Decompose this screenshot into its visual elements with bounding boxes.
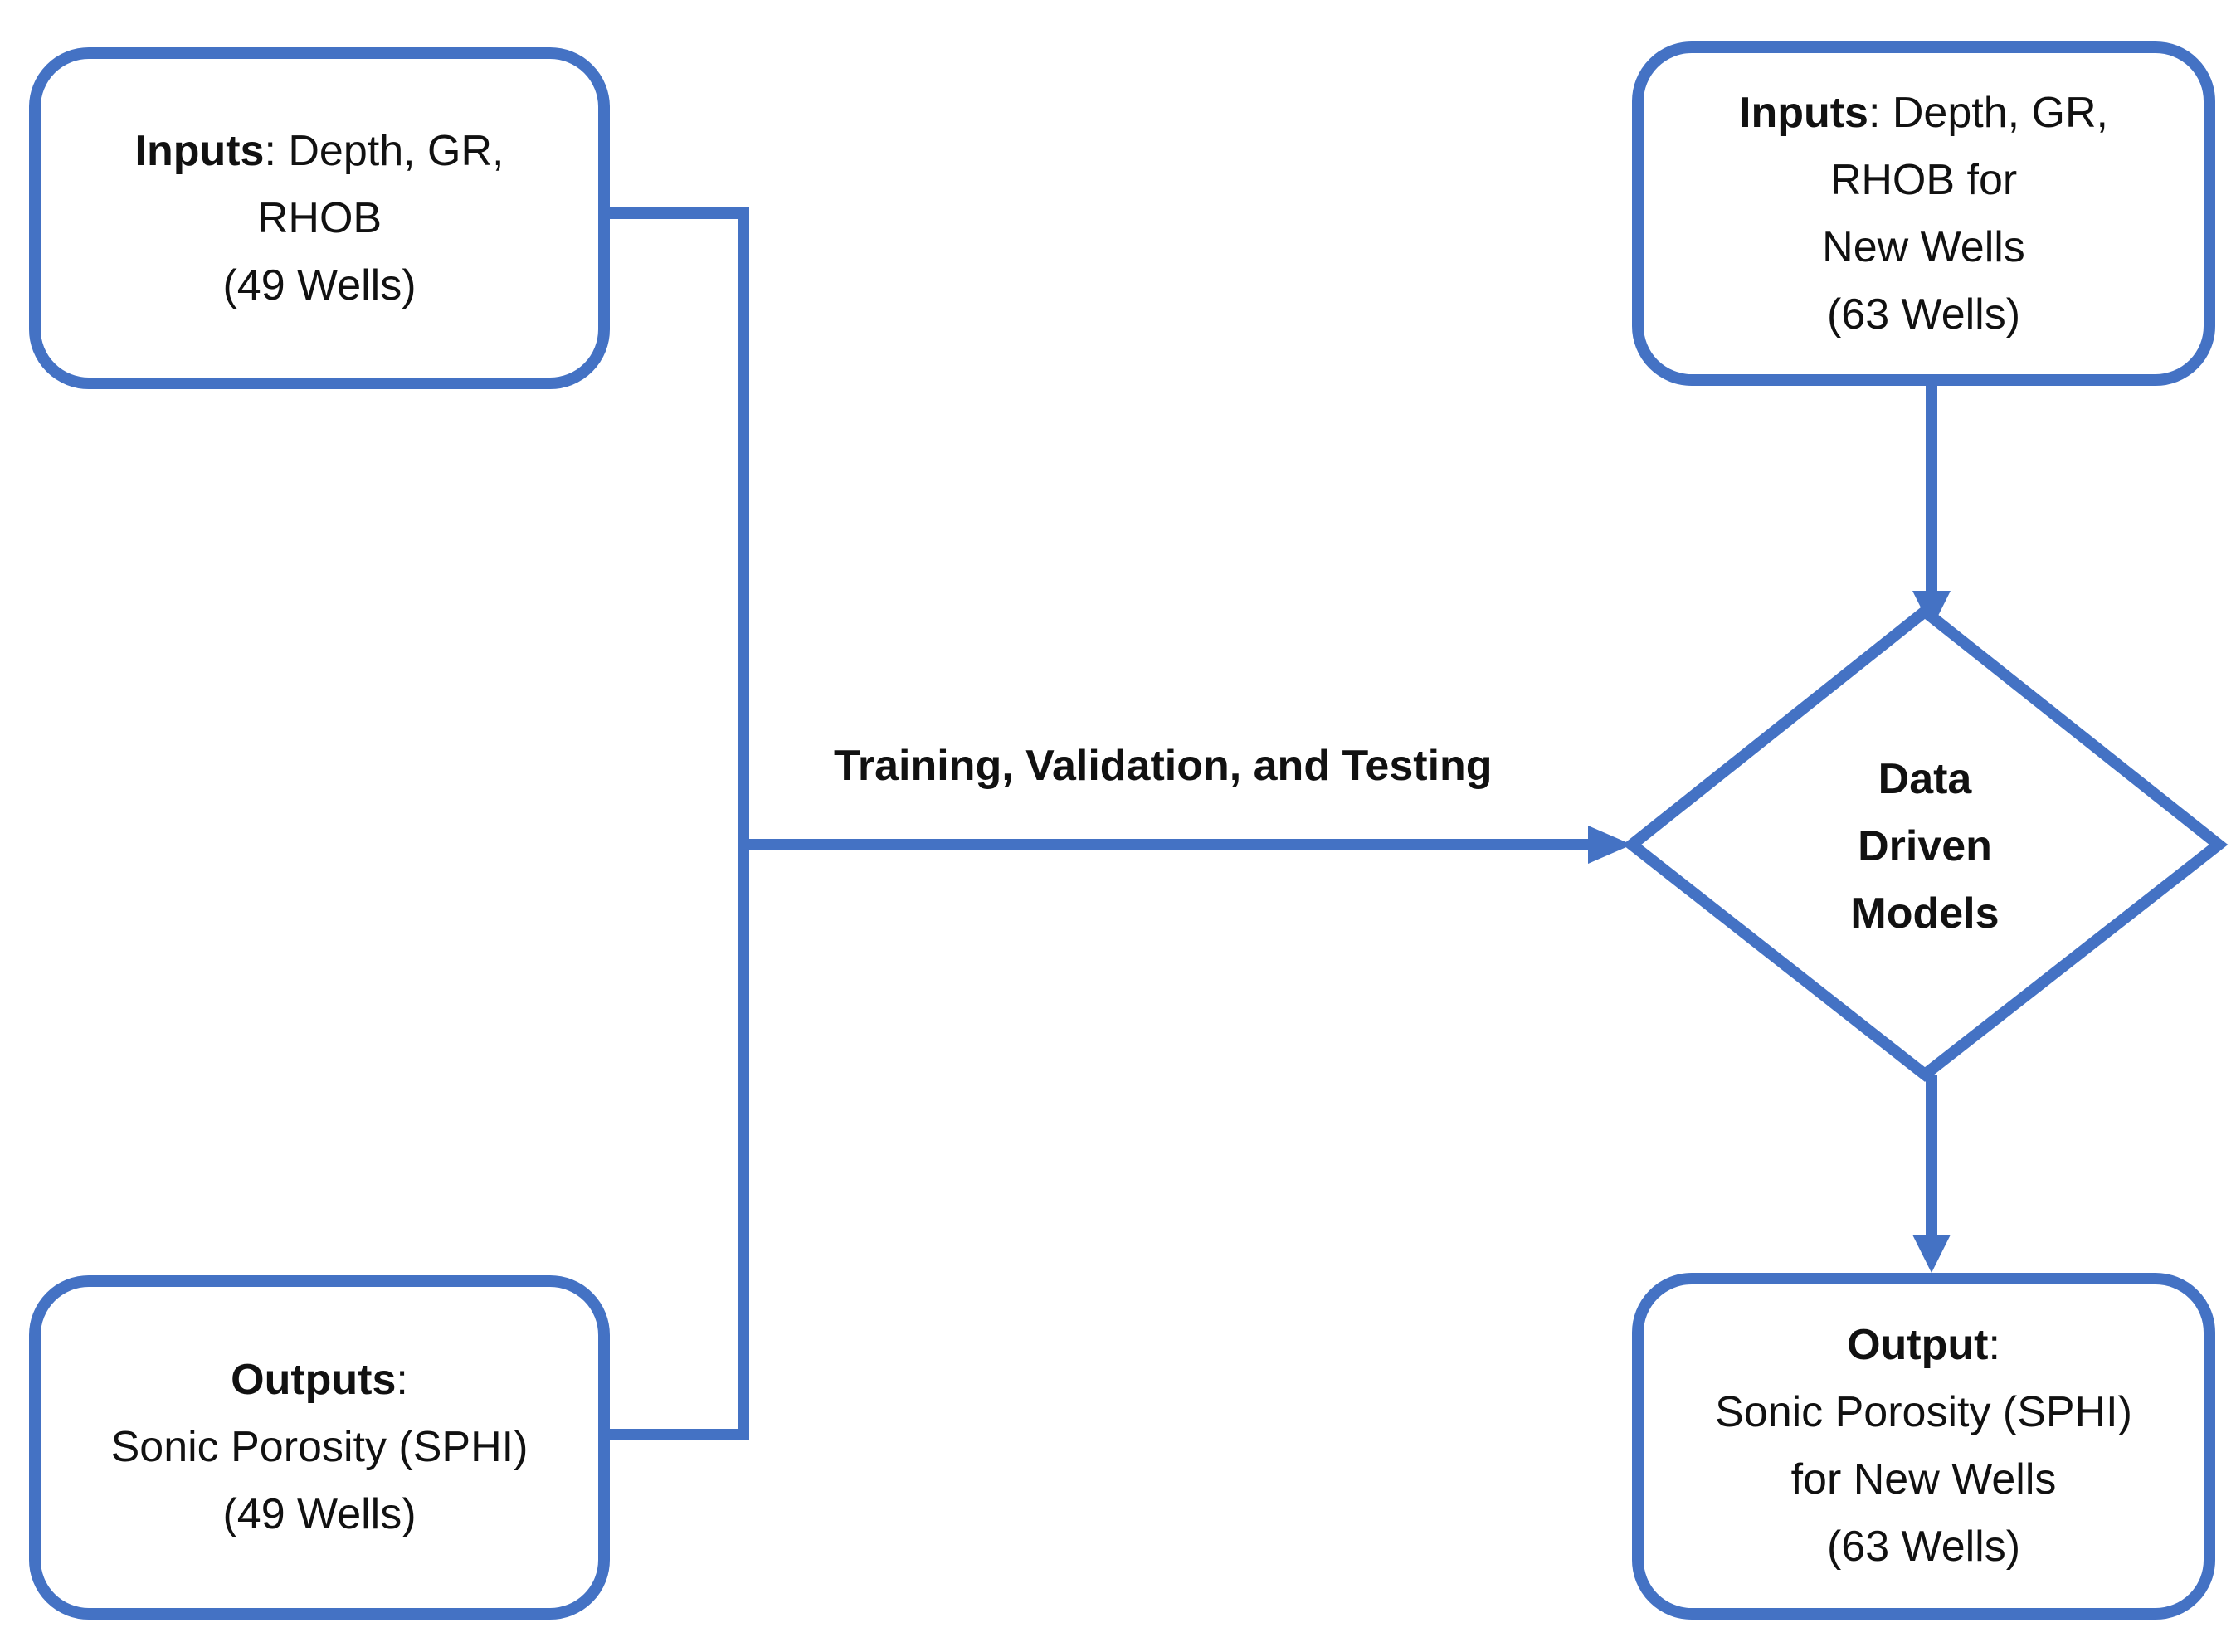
connector-inputs-to-bus: [610, 207, 749, 843]
new-inputs-line-3: (63 Wells): [1826, 290, 2021, 339]
new-inputs-heading: Inputs: Depth, GR,: [1739, 80, 2108, 147]
training-outputs-label-rest: :: [396, 1356, 408, 1404]
model-label-line-1: Data: [1878, 754, 1972, 803]
new-inputs-line-2: New Wells: [1822, 222, 2025, 271]
new-output-box: Output: Sonic Porosity (SPHI) for New We…: [1632, 1273, 2215, 1620]
new-inputs-line-1: RHOB for: [1829, 155, 2018, 204]
new-inputs-label-rest: : Depth, GR,: [1868, 88, 2108, 137]
training-outputs-line-2: (49 Wells): [222, 1490, 417, 1538]
training-outputs-label-bold: Outputs: [231, 1356, 397, 1404]
new-inputs-label-bold: Inputs: [1739, 88, 1868, 137]
model-label-line-3: Models: [1850, 889, 2000, 938]
training-outputs-box: Outputs: Sonic Porosity (SPHI) (49 Wells…: [29, 1275, 610, 1620]
training-inputs-label-rest: : Depth, GR,: [264, 126, 504, 175]
training-inputs-heading: Inputs: Depth, GR,: [135, 118, 504, 185]
training-inputs-box: Inputs: Depth, GR, RHOB (49 Wells): [29, 47, 610, 389]
training-inputs-line-1: RHOB: [256, 193, 382, 242]
training-edge-label: Training, Validation, and Testing: [834, 742, 1493, 790]
model-label-line-2: Driven: [1858, 821, 1992, 870]
arrowhead-training-to-model: [1588, 826, 1632, 864]
new-output-label-bold: Output: [1847, 1321, 1989, 1369]
model-diamond: [1622, 604, 2229, 1082]
new-output-heading: Output:: [1847, 1312, 2000, 1379]
training-inputs-line-2: (49 Wells): [222, 261, 417, 309]
new-output-line-1: Sonic Porosity (SPHI): [1715, 1388, 2132, 1436]
new-output-label-rest: :: [1988, 1321, 2000, 1369]
training-outputs-line-1: Sonic Porosity (SPHI): [110, 1423, 529, 1471]
arrowhead-model-to-output: [1912, 1235, 1951, 1273]
model-label: Data Driven Models: [1734, 714, 2116, 979]
training-inputs-label-bold: Inputs: [134, 126, 265, 175]
new-inputs-box: Inputs: Depth, GR, RHOB for New Wells (6…: [1632, 41, 2215, 386]
new-output-line-3: (63 Wells): [1826, 1523, 2021, 1571]
training-outputs-heading: Outputs:: [231, 1347, 408, 1414]
connector-outputs-to-bus: [610, 843, 749, 1440]
new-output-line-2: for New Wells: [1790, 1455, 2057, 1503]
